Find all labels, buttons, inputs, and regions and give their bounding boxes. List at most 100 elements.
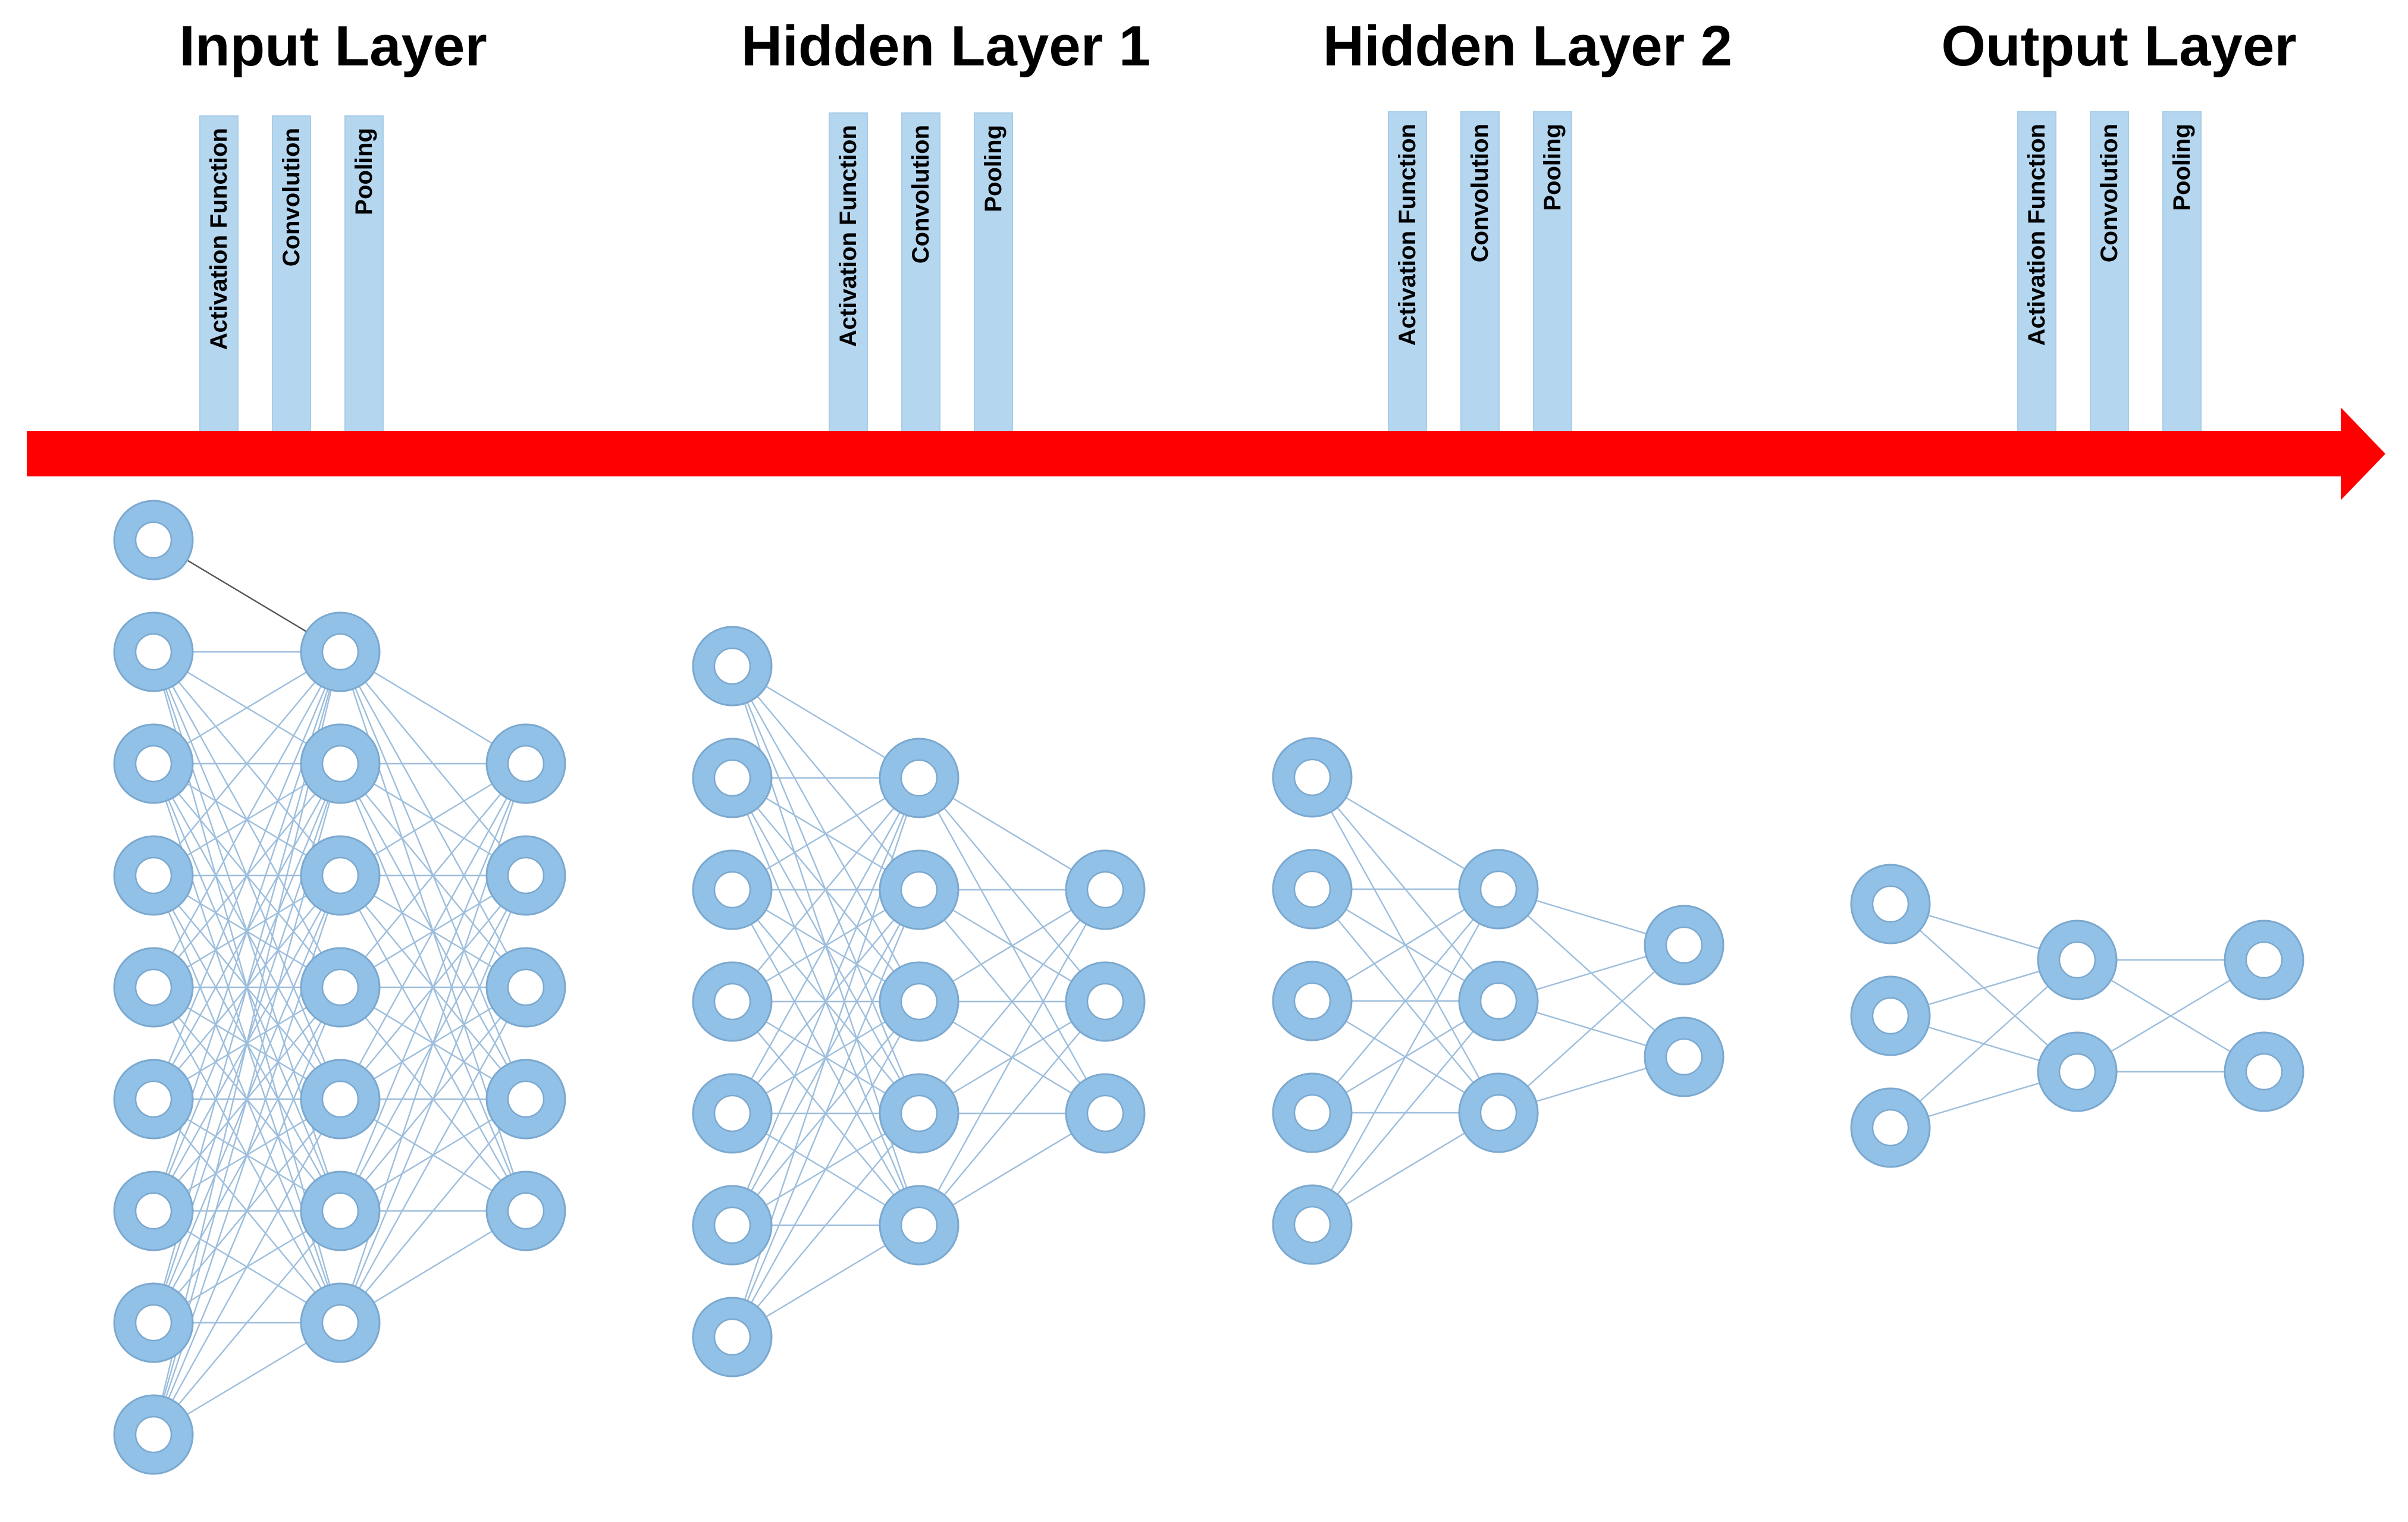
ring-node-icon bbox=[2037, 1031, 2118, 1112]
ring-node-icon bbox=[692, 1073, 773, 1154]
operation-bar-activation-function: Activation Function bbox=[1388, 111, 1427, 437]
ring-node-icon bbox=[300, 947, 381, 1028]
neuron-center bbox=[1293, 870, 1331, 908]
operation-label: Pooling bbox=[351, 128, 377, 215]
ring-node-icon bbox=[1458, 961, 1539, 1041]
connection-line bbox=[1498, 944, 1685, 1113]
ring-node-icon bbox=[2224, 1031, 2304, 1112]
neuron-center bbox=[134, 745, 173, 783]
ring-node-icon bbox=[692, 626, 773, 707]
operation-bar-pooling: Pooling bbox=[2162, 111, 2202, 437]
ring-node-icon bbox=[692, 1185, 773, 1266]
neuron-center bbox=[507, 856, 545, 895]
neuron-center bbox=[1293, 982, 1331, 1020]
operation-label: Activation Function bbox=[206, 128, 232, 350]
ring-node-icon bbox=[1850, 1087, 1931, 1168]
ring-node-icon bbox=[485, 947, 566, 1028]
ring-node-icon bbox=[113, 1059, 194, 1140]
neuron-center bbox=[900, 1206, 938, 1244]
connection-line bbox=[731, 889, 920, 1338]
operation-label: Activation Function bbox=[1394, 124, 1421, 346]
ring-node-icon bbox=[113, 611, 194, 692]
neuron-center bbox=[1871, 1109, 1910, 1147]
neuron-center bbox=[713, 759, 751, 797]
stage-title-hidden-1: Hidden Layer 1 bbox=[741, 14, 1150, 78]
neuron-center bbox=[321, 1080, 359, 1118]
neuron-center bbox=[321, 633, 359, 671]
ring-node-icon bbox=[300, 1059, 381, 1140]
network-connections bbox=[152, 539, 2265, 1436]
ring-node-icon bbox=[692, 961, 773, 1042]
connection-line bbox=[339, 763, 527, 1100]
ring-node-icon bbox=[1065, 961, 1146, 1042]
connection-line bbox=[339, 875, 527, 1323]
connection-line bbox=[1890, 959, 2078, 1128]
neuron-center bbox=[1665, 1038, 1703, 1076]
ring-node-icon bbox=[2224, 920, 2304, 1000]
connection-line bbox=[153, 1210, 341, 1435]
ring-node-icon bbox=[485, 723, 566, 804]
connection-line bbox=[339, 987, 527, 1323]
ring-node-icon bbox=[692, 849, 773, 930]
neuron-center bbox=[321, 856, 359, 895]
connection-line bbox=[340, 1099, 526, 1323]
operation-bar-pooling: Pooling bbox=[974, 112, 1013, 437]
connection-line bbox=[1312, 1000, 1499, 1225]
operation-label: Convolution bbox=[1467, 124, 1493, 262]
neuron-center bbox=[900, 983, 938, 1021]
operation-bars: Activation Function Convolution Pooling Act… bbox=[199, 111, 2202, 437]
operation-label: Activation Function bbox=[2024, 124, 2050, 346]
neuron-center bbox=[134, 968, 173, 1006]
ring-node-icon bbox=[1850, 864, 1931, 944]
operation-bar-activation-function: Activation Function bbox=[2017, 111, 2056, 437]
connection-line bbox=[152, 651, 341, 1100]
neuron-center bbox=[1479, 870, 1517, 908]
operation-bar-activation-function: Activation Function bbox=[199, 115, 239, 437]
connection-line bbox=[732, 1113, 920, 1338]
operation-label: Pooling bbox=[980, 125, 1007, 212]
neuron-center bbox=[134, 1304, 173, 1342]
neuron-center bbox=[134, 1416, 173, 1454]
ring-node-icon bbox=[300, 723, 381, 804]
neuron-center bbox=[321, 1192, 359, 1230]
neuron-center bbox=[900, 759, 938, 797]
connection-line bbox=[732, 777, 920, 1002]
neuron-center bbox=[713, 1206, 751, 1244]
ring-node-icon bbox=[300, 835, 381, 916]
connection-line bbox=[153, 651, 341, 876]
ring-node-icon bbox=[692, 1297, 773, 1377]
neuron-center bbox=[713, 1094, 751, 1132]
ring-node-icon bbox=[113, 1170, 194, 1251]
neuron-center bbox=[2245, 1053, 2283, 1091]
neuron-center bbox=[900, 871, 938, 909]
operation-bar-convolution: Convolution bbox=[272, 115, 311, 437]
neuron-center bbox=[134, 1080, 173, 1118]
connection-line bbox=[1312, 889, 1499, 1113]
stage-title-output: Output Layer bbox=[1941, 14, 2296, 78]
network-nodes bbox=[113, 500, 2304, 1475]
neuron-center bbox=[713, 1318, 751, 1356]
connection-line bbox=[339, 763, 527, 1212]
ring-node-icon bbox=[879, 1073, 960, 1154]
ring-node-icon bbox=[485, 1170, 566, 1251]
neuron-center bbox=[2245, 941, 2283, 979]
arrow-right-icon bbox=[27, 407, 2385, 500]
ring-node-icon bbox=[113, 1282, 194, 1363]
connection-line bbox=[152, 651, 341, 988]
connection-line bbox=[340, 763, 526, 988]
neuron-center bbox=[2058, 941, 2096, 979]
ring-node-icon bbox=[2037, 920, 2118, 1000]
operation-bar-pooling: Pooling bbox=[344, 115, 384, 437]
ring-node-icon bbox=[113, 835, 194, 916]
connection-line bbox=[918, 889, 1106, 1226]
operation-bar-shape bbox=[829, 112, 868, 437]
ring-node-icon bbox=[1458, 1072, 1539, 1153]
ring-node-icon bbox=[1272, 737, 1353, 818]
ring-node-icon bbox=[879, 1185, 960, 1266]
ring-node-icon bbox=[300, 1170, 381, 1251]
neuron-center bbox=[713, 871, 751, 909]
connection-line bbox=[152, 987, 341, 1435]
operation-bar-activation-function: Activation Function bbox=[829, 112, 868, 437]
ring-node-icon bbox=[1272, 1072, 1353, 1153]
